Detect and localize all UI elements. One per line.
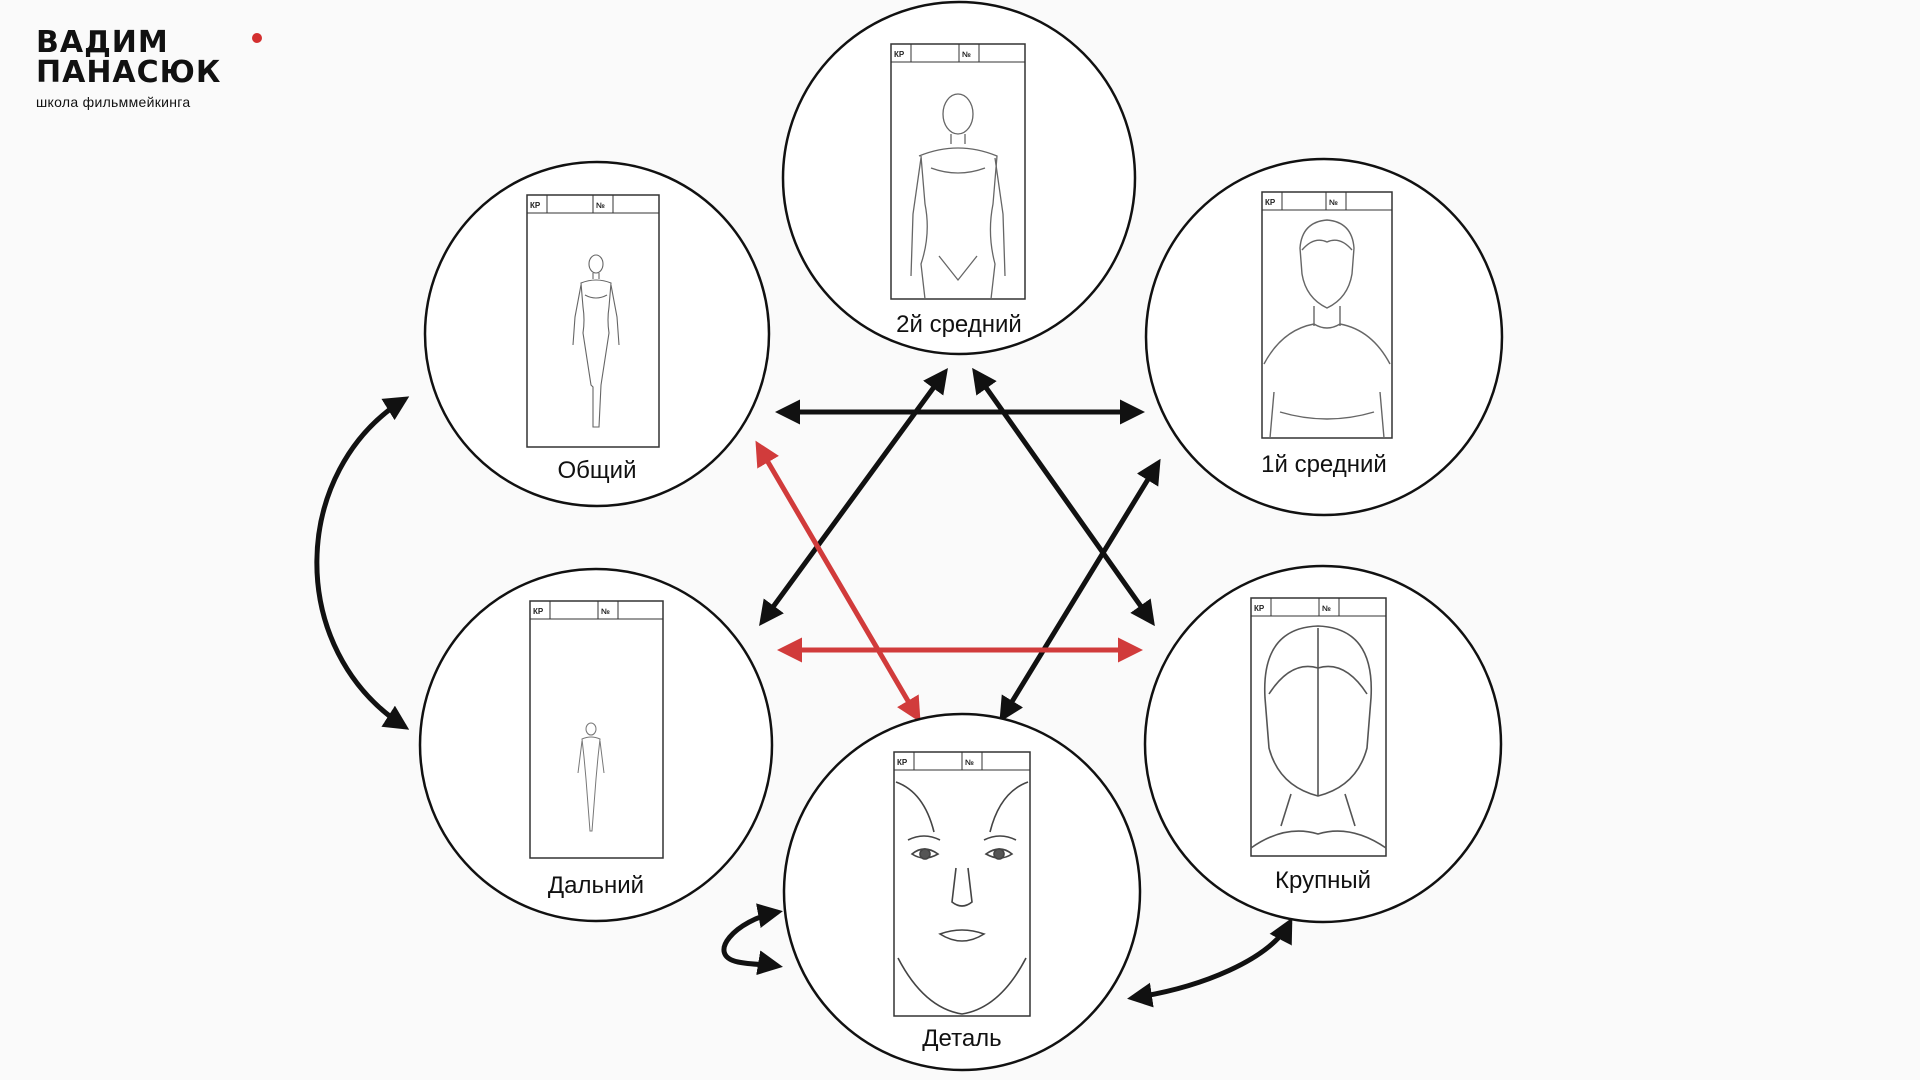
card-kp-label: КР (533, 607, 544, 616)
card-kp-label: КР (894, 50, 905, 59)
node-general: КР № Общий (423, 160, 771, 508)
node-medium2-label: 2й средний (896, 311, 1022, 338)
node-far: КР № Дальний (418, 567, 774, 923)
edge-medium1-detail (999, 458, 1161, 723)
storyboard-card-closeup: КР № (1250, 597, 1387, 857)
logo-line-1: ВАДИМ (36, 25, 169, 60)
edge-general-detail (755, 440, 921, 723)
edge-detail-self-loop (721, 903, 783, 976)
figure-full-body-icon (572, 254, 620, 428)
card-no-label: № (965, 758, 974, 767)
logo-subtitle: школа фильммейкинга (36, 94, 191, 110)
card-no-label: № (1329, 198, 1338, 207)
storyboard-card-far: КР № (529, 600, 664, 859)
card-no-label: № (962, 50, 971, 59)
edges-layer (314, 367, 1293, 1008)
node-detail-label: Деталь (922, 1025, 1001, 1052)
figure-head-shoulders-icon (1250, 625, 1387, 849)
card-kp-label: КР (1265, 198, 1276, 207)
node-medium1-label: 1й средний (1261, 451, 1387, 478)
edge-detail-closeup (1127, 917, 1293, 1008)
figure-full-body-tiny-icon (577, 722, 605, 832)
storyboard-card-medium1: КР № (1261, 191, 1393, 439)
figure-chest-up-icon (1263, 219, 1391, 439)
figure-face-closeup-icon (895, 781, 1029, 1015)
logo: ВАДИМ ПАНАСЮК школа фильммейкинга (36, 25, 262, 110)
card-no-label: № (601, 607, 610, 616)
node-medium1: КР № 1й средний (1144, 157, 1504, 517)
storyboard-card-medium2: КР № (890, 43, 1026, 300)
edge-general-far (314, 396, 410, 730)
node-far-label: Дальний (548, 872, 644, 899)
node-closeup: КР № Крупный (1143, 564, 1503, 924)
figure-mid-thigh-icon (910, 93, 1006, 300)
card-kp-label: КР (530, 201, 541, 210)
node-medium2: КР № 2й средний (781, 0, 1137, 356)
logo-dot-icon (252, 33, 262, 43)
card-kp-label: КР (1254, 604, 1265, 613)
card-no-label: № (1322, 604, 1331, 613)
node-general-label: Общий (558, 457, 637, 484)
node-closeup-label: Крупный (1275, 867, 1371, 894)
logo-line-2: ПАНАСЮК (36, 55, 222, 90)
card-no-label: № (596, 201, 605, 210)
storyboard-card-general: КР № (526, 194, 660, 448)
storyboard-card-detail: КР № (893, 751, 1031, 1017)
node-detail: КР № Деталь (782, 712, 1142, 1072)
card-kp-label: КР (897, 758, 908, 767)
